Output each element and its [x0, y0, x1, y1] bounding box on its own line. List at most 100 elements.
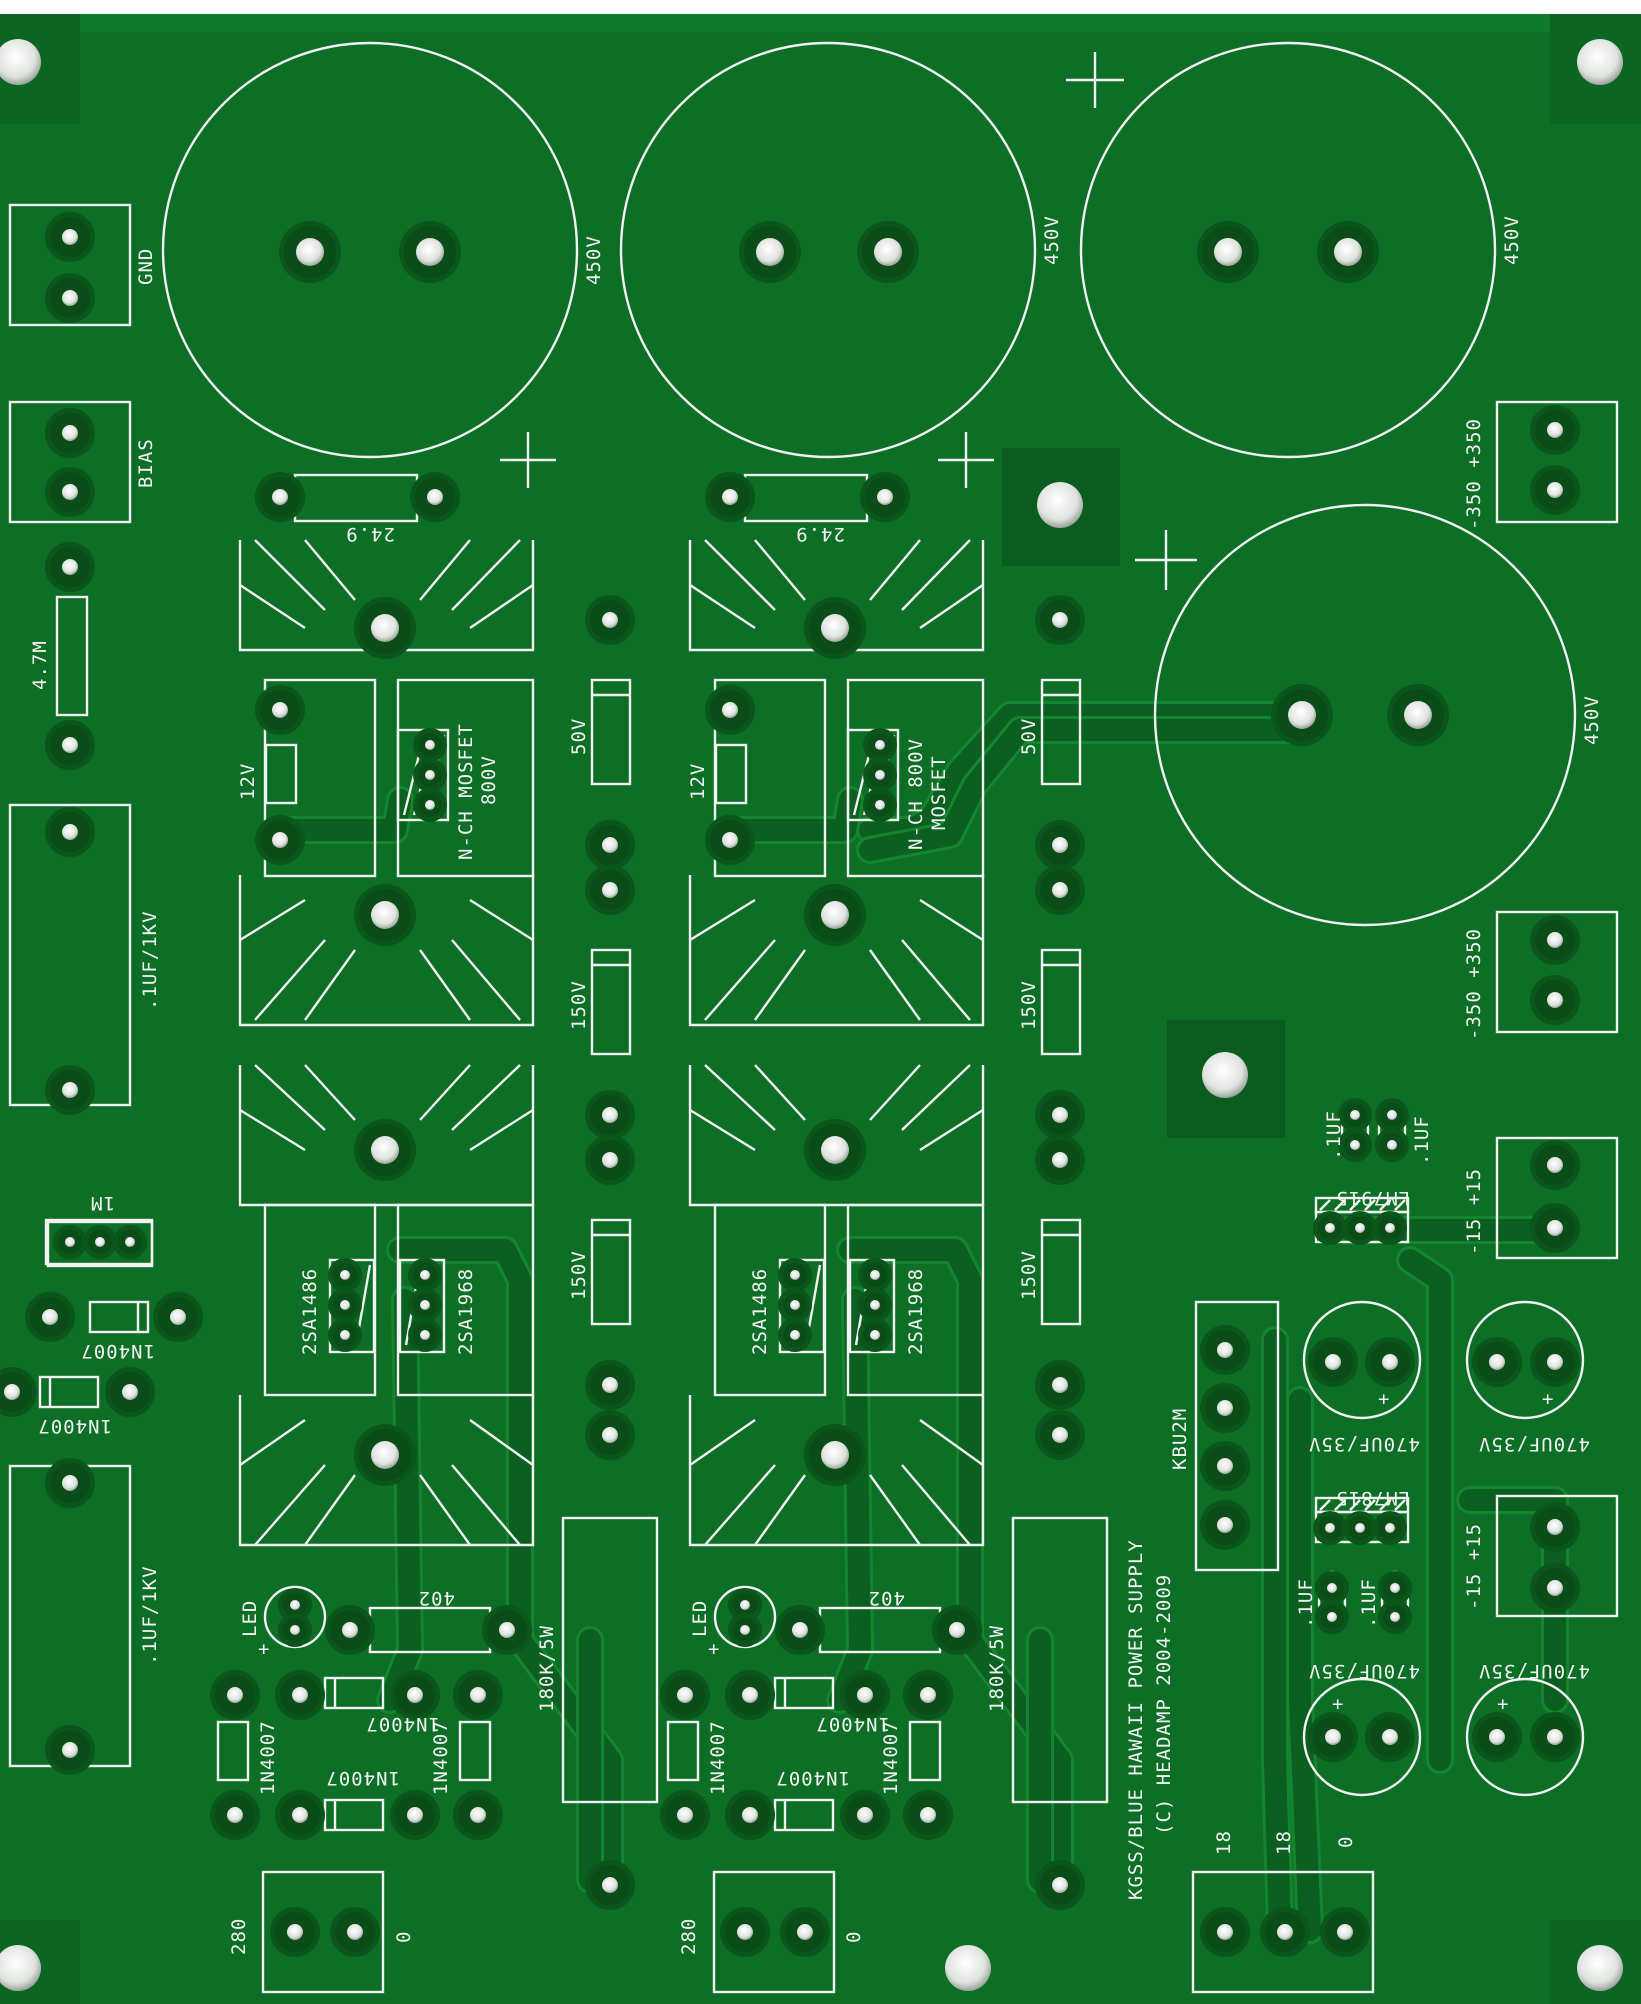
solder-pad	[0, 1367, 37, 1417]
mounting-hole	[945, 1945, 991, 1991]
label-bias: BIAS	[135, 438, 157, 488]
solder-pad	[105, 1367, 155, 1417]
label-cap-1kv-b: .1UF/1KV	[139, 1565, 161, 1665]
solder-pad	[1343, 1511, 1377, 1545]
solder-pad	[354, 884, 416, 946]
solder-pad	[1035, 1360, 1085, 1410]
label-1n4007-l1: 1N4007	[365, 1713, 440, 1735]
solder-pad	[1530, 975, 1580, 1025]
solder-pad	[705, 685, 755, 735]
solder-pad	[660, 1670, 710, 1720]
solder-pad	[804, 597, 866, 659]
label-50v-a: 50V	[568, 718, 590, 755]
solder-pad	[413, 728, 447, 762]
label-15-b: -15 +15	[1463, 1523, 1485, 1610]
label-280-a: 280	[228, 1918, 250, 1955]
copper-traces	[266, 701, 1569, 1944]
solder-pad	[1343, 1211, 1377, 1245]
solder-pad	[45, 212, 95, 262]
label-1n4007-l3: 1N4007	[257, 1720, 279, 1795]
solder-pad	[1035, 1860, 1085, 1910]
solder-pad	[354, 1119, 416, 1181]
solder-pad	[863, 758, 897, 792]
label-plus-c-c: +	[1332, 1693, 1344, 1715]
label-gnd: GND	[135, 248, 157, 285]
trimpot-1m	[44, 1218, 154, 1266]
label-350-b: -350 +350	[1463, 928, 1485, 1040]
label-470uf-a: 470UF/35V	[1308, 1433, 1420, 1455]
solder-pad	[53, 1225, 87, 1259]
solder-pad	[25, 1292, 75, 1342]
zener-outlines	[590, 678, 1082, 1326]
solder-pad	[1338, 1128, 1372, 1162]
label-lm7815: LM7815	[1335, 1487, 1410, 1509]
silkscreen-text: GND BIAS 4.7M .1UF/1KV .1UF/1KV 1M 1N400…	[29, 215, 1603, 1955]
solder-pad	[1035, 1135, 1085, 1185]
label-2sa1968-b: 2SA1968	[905, 1268, 927, 1355]
mounting-hole	[0, 1945, 41, 1991]
solder-pad	[354, 1424, 416, 1486]
solder-pad	[453, 1790, 503, 1840]
solder-pad	[255, 472, 305, 522]
label-plus-c-d: +	[1497, 1693, 1509, 1715]
label-50v-b: 50V	[1018, 718, 1040, 755]
label-150v-b1: 150V	[1018, 980, 1040, 1030]
solder-pad	[1035, 1090, 1085, 1140]
solder-pad	[585, 1090, 635, 1140]
solder-pad	[705, 815, 755, 865]
label-2sa1486-b: 2SA1486	[749, 1268, 771, 1355]
label-180k-b: 180K/5W	[986, 1625, 1008, 1712]
solder-pad	[45, 467, 95, 517]
solder-pad	[804, 1119, 866, 1181]
power-resistor-outlines	[561, 1516, 1109, 1804]
label-ac0: 0	[1335, 1836, 1357, 1848]
solder-pad	[585, 1360, 635, 1410]
solder-pad	[1472, 1337, 1522, 1387]
solder-pad	[728, 1613, 762, 1647]
solder-pad	[1271, 684, 1333, 746]
solder-pad	[1373, 1511, 1407, 1545]
label-450v-1: 450V	[583, 235, 605, 285]
label-1m: 1M	[90, 1192, 115, 1214]
label-plus-led-a: +	[258, 1638, 270, 1660]
solder-pad	[804, 884, 866, 946]
label-4-7m: 4.7M	[29, 640, 51, 690]
solder-pad	[725, 1790, 775, 1840]
solder-pad	[739, 221, 801, 283]
label-ac18-a: 18	[1213, 1830, 1235, 1855]
solder-pad	[45, 1458, 95, 1508]
label-led-b: LED	[689, 1600, 711, 1637]
label-12v-b: 12V	[687, 763, 709, 800]
solder-pad	[278, 1613, 312, 1647]
label-plus-c-a: +	[1378, 1388, 1390, 1410]
solder-pad	[1035, 1410, 1085, 1460]
solder-pad	[1365, 1337, 1415, 1387]
label-1n4007-l2: 1N4007	[325, 1767, 400, 1789]
solder-pad	[113, 1225, 147, 1259]
solder-pad	[328, 1258, 362, 1292]
solder-pad	[210, 1790, 260, 1840]
label-1n4007-l4: 1N4007	[430, 1720, 452, 1795]
solder-pad	[275, 1790, 325, 1840]
label-150v-a2: 150V	[568, 1250, 590, 1300]
solder-pad	[1200, 1325, 1250, 1375]
solder-pad	[453, 1670, 503, 1720]
solder-pad	[728, 1588, 762, 1622]
solder-pad	[720, 1907, 770, 1957]
label-kbu2m: KBU2M	[1169, 1408, 1191, 1470]
solder-pad	[1200, 1383, 1250, 1433]
label-470uf-d: 470UF/35V	[1478, 1660, 1590, 1682]
label-c1uf-d: .1UF	[1358, 1578, 1380, 1628]
label-0-b: 0	[843, 1931, 865, 1943]
label-280-b: 280	[678, 1918, 700, 1955]
solder-pad	[45, 807, 95, 857]
solder-pad	[858, 1288, 892, 1322]
solder-pad	[585, 1410, 635, 1460]
solder-pad	[1530, 405, 1580, 455]
solder-pad	[255, 685, 305, 735]
label-150v-b2: 150V	[1018, 1250, 1040, 1300]
solder-pad	[780, 1907, 830, 1957]
solder-pad	[778, 1288, 812, 1322]
solder-pad	[482, 1605, 532, 1655]
